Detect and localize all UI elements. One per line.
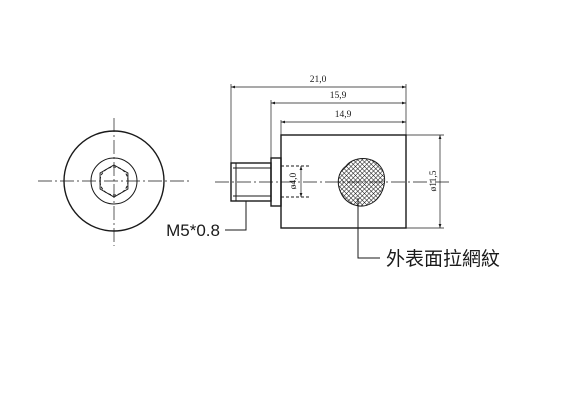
thread-leader (225, 201, 247, 231)
thread-callout: M5*0.8 (166, 221, 220, 240)
dim-bore-diameter: ø4,0 (289, 172, 299, 189)
knurl-patch (337, 158, 386, 207)
bore-circle (90, 157, 138, 205)
dim-body-length: 14,9 (335, 110, 352, 120)
dimensions: 21,0 15,9 14,9 ø4,0 ø11,5 (230, 75, 444, 229)
outer-circle (63, 130, 165, 232)
dim-body-plus-step: 15,9 (330, 91, 347, 101)
thread-circle (99, 166, 129, 196)
knurl-note: 外表面拉網紋 (386, 248, 500, 270)
main-body (280, 134, 407, 229)
dim-overall-length: 21,0 (310, 75, 327, 85)
dim-outer-diameter: ø11,5 (429, 170, 439, 191)
end-view (38, 118, 190, 246)
knurl-leader (357, 198, 380, 259)
hex-socket (99, 164, 129, 198)
side-view (215, 134, 452, 229)
callouts: M5*0.8 外表面拉網紋 (166, 198, 500, 270)
